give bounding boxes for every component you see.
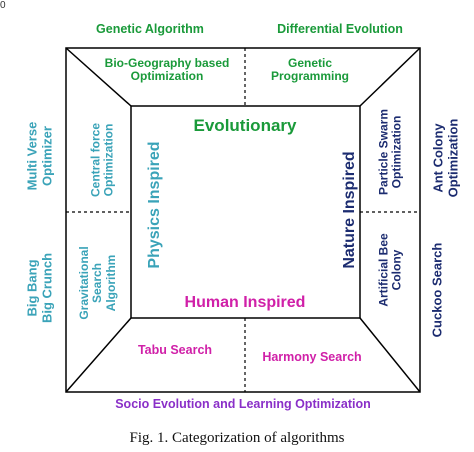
category-nature-inspired: Nature Inspired <box>341 151 359 269</box>
corner-mark: 0 <box>0 0 6 11</box>
category-human-inspired: Human Inspired <box>184 294 306 311</box>
label-differential-evolution: Differential Evolution <box>277 22 403 36</box>
category-physics-inspired: Physics Inspired <box>146 141 164 269</box>
label-genetic-algorithm: Genetic Algorithm <box>96 22 204 36</box>
label-harmony-search: Harmony Search <box>262 350 362 364</box>
inner-frame <box>130 105 361 319</box>
category-evolutionary: Evolutionary <box>193 116 297 135</box>
label-tabu-search: Tabu Search <box>137 343 213 357</box>
diagonal-top-left <box>65 47 132 107</box>
diagonal-top-right <box>359 47 421 107</box>
label-cuckoo-search: Cuckoo Search <box>429 242 445 338</box>
outer-frame <box>65 47 421 393</box>
label-socio-evolution: Socio Evolution and Learning Optimizatio… <box>115 397 371 411</box>
diagonal-bottom-right <box>359 317 421 393</box>
diagonal-bottom-left <box>65 317 132 393</box>
figure-caption: Fig. 1. Categorization of algorithms <box>129 430 345 446</box>
